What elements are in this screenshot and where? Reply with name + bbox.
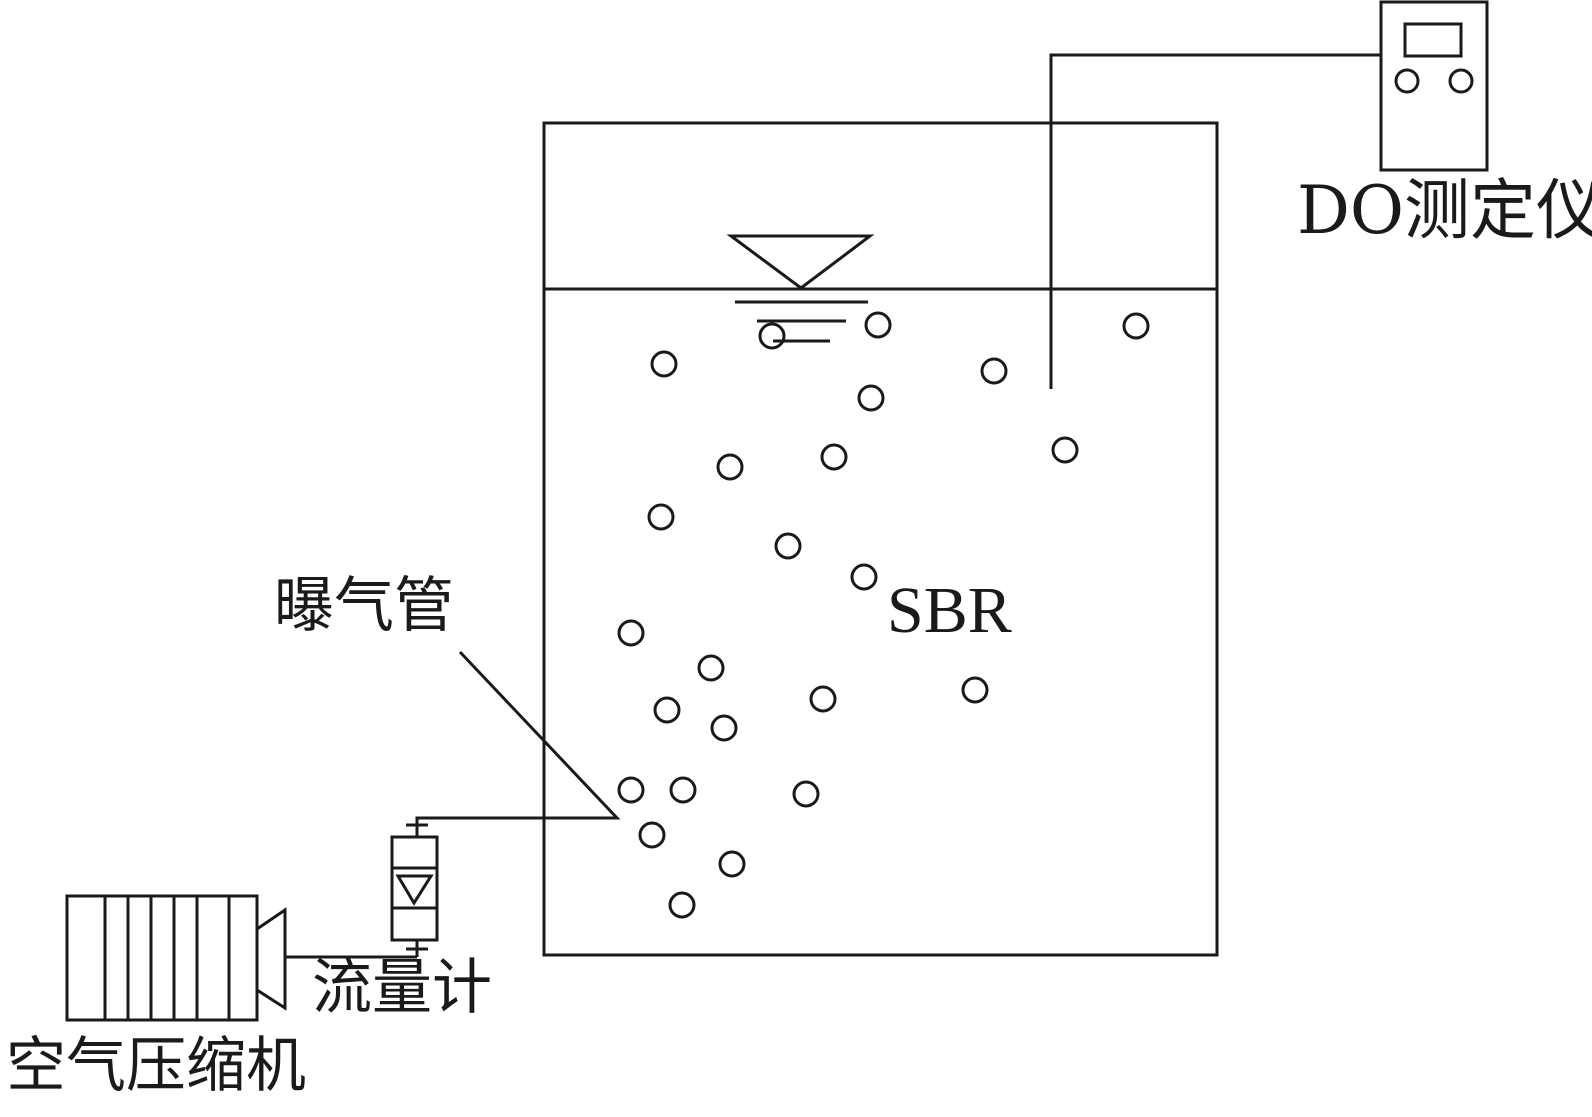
water-level-triangle (726, 234, 875, 290)
flow-meter-float (395, 874, 434, 906)
bubble (716, 453, 744, 481)
bubble (850, 563, 878, 591)
bubble (820, 443, 848, 471)
bubble (774, 532, 802, 560)
bubble (718, 850, 746, 878)
bubble (668, 891, 696, 919)
do-meter-display (1403, 22, 1463, 58)
reactor-label: SBR (887, 574, 1012, 647)
bubble (980, 357, 1008, 385)
air-bubbles (617, 311, 1150, 919)
bubble (857, 384, 885, 412)
bubble (669, 776, 697, 804)
flow-meter-icon (390, 818, 439, 957)
do-meter-label: DO测定仪 (1297, 172, 1592, 249)
reactor-tank (542, 121, 1219, 957)
bubble (961, 676, 989, 704)
bubble (864, 311, 892, 339)
do-probe-cable (1049, 53, 1381, 389)
bubble (617, 619, 645, 647)
bubble (792, 780, 820, 808)
bubble (809, 685, 837, 713)
do-meter-knob-right (1448, 68, 1474, 94)
bubble (710, 714, 738, 742)
air-compressor-label: 空气压缩机 (6, 1031, 306, 1101)
aeration-pipe-leader (415, 650, 621, 837)
flow-meter-label: 流量计 (312, 953, 492, 1023)
bubble (638, 821, 666, 849)
do-meter-body (1379, 0, 1489, 172)
bubble (1122, 312, 1150, 340)
bubble (653, 696, 681, 724)
bubble (617, 776, 645, 804)
compressor-outlet (255, 907, 287, 1011)
air-compressor-icon (65, 894, 287, 1022)
bubble (758, 322, 786, 350)
aeration-pipe-label: 曝气管 (274, 571, 454, 641)
flow-meter-body (390, 835, 439, 942)
bubble (1051, 436, 1079, 464)
bubble (647, 503, 675, 531)
bubble (697, 654, 725, 682)
bubble (650, 350, 678, 378)
do-meter-knob-left (1394, 68, 1420, 94)
do-meter-icon (1379, 0, 1489, 172)
